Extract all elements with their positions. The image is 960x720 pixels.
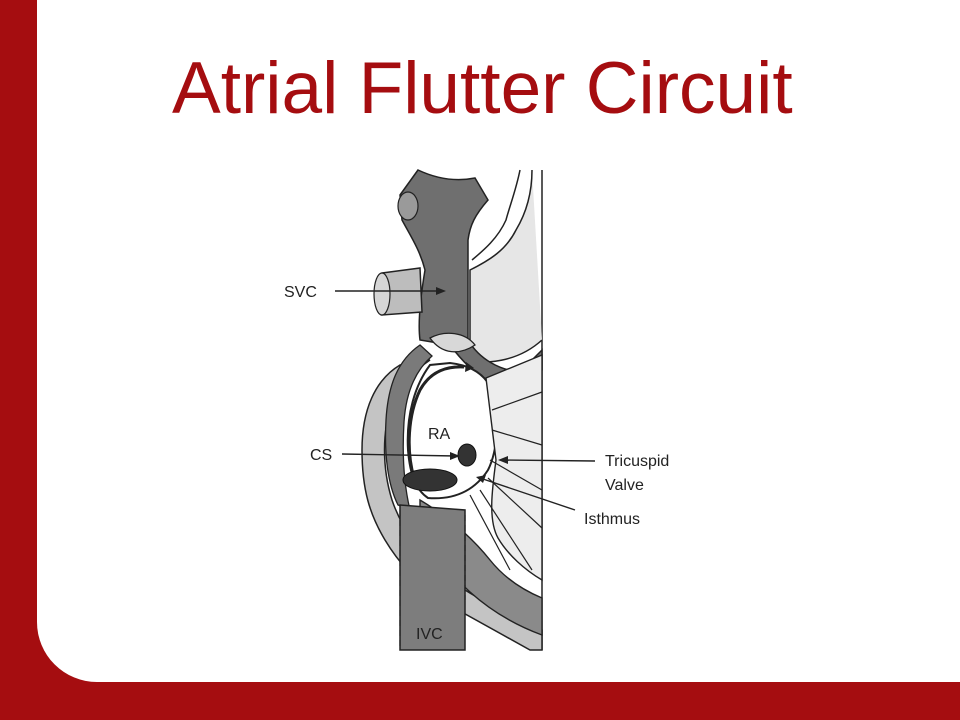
- label-cs: CS: [310, 447, 332, 464]
- aorta-outline: [471, 169, 521, 261]
- chorda-1: [491, 391, 543, 411]
- isthmus-pointer-arrow: [476, 475, 486, 483]
- isthmus-oval: [402, 468, 458, 492]
- label-valve: Valve: [605, 477, 644, 494]
- label-isthmus: Isthmus: [584, 511, 640, 528]
- chorda-6: [469, 494, 511, 571]
- chorda-5: [479, 489, 533, 571]
- cs-pointer-arrow: [450, 452, 460, 460]
- label-tricuspid: Tricuspid: [605, 453, 669, 470]
- atrial-flutter-diagram: SVC RA CS Tricuspid Valve Isthmus IVC: [284, 169, 669, 651]
- label-svc: SVC: [284, 284, 317, 301]
- chorda-4: [487, 477, 543, 529]
- tricuspid-region: [485, 353, 543, 582]
- chorda-2: [491, 429, 543, 446]
- label-ra: RA: [428, 426, 451, 443]
- svc-pointer-arrow: [436, 287, 446, 295]
- svc-opening: [397, 191, 419, 221]
- label-ivc: IVC: [416, 626, 443, 643]
- aorta-shape: [469, 169, 543, 363]
- crista-cap: [429, 332, 476, 353]
- circuit-loop-left: [407, 365, 465, 479]
- chorda-3: [489, 459, 543, 491]
- circuit-arrowhead: [465, 362, 474, 372]
- tricuspid-pointer-arrow: [498, 456, 508, 464]
- cs-pointer-line: [341, 453, 457, 457]
- isthmus-pointer-line: [479, 477, 576, 511]
- coronary-sinus-oval: [457, 443, 477, 467]
- branch-opening: [373, 272, 391, 316]
- tricuspid-pointer-line: [501, 459, 596, 462]
- slide-title: Atrial Flutter Circuit: [172, 48, 793, 129]
